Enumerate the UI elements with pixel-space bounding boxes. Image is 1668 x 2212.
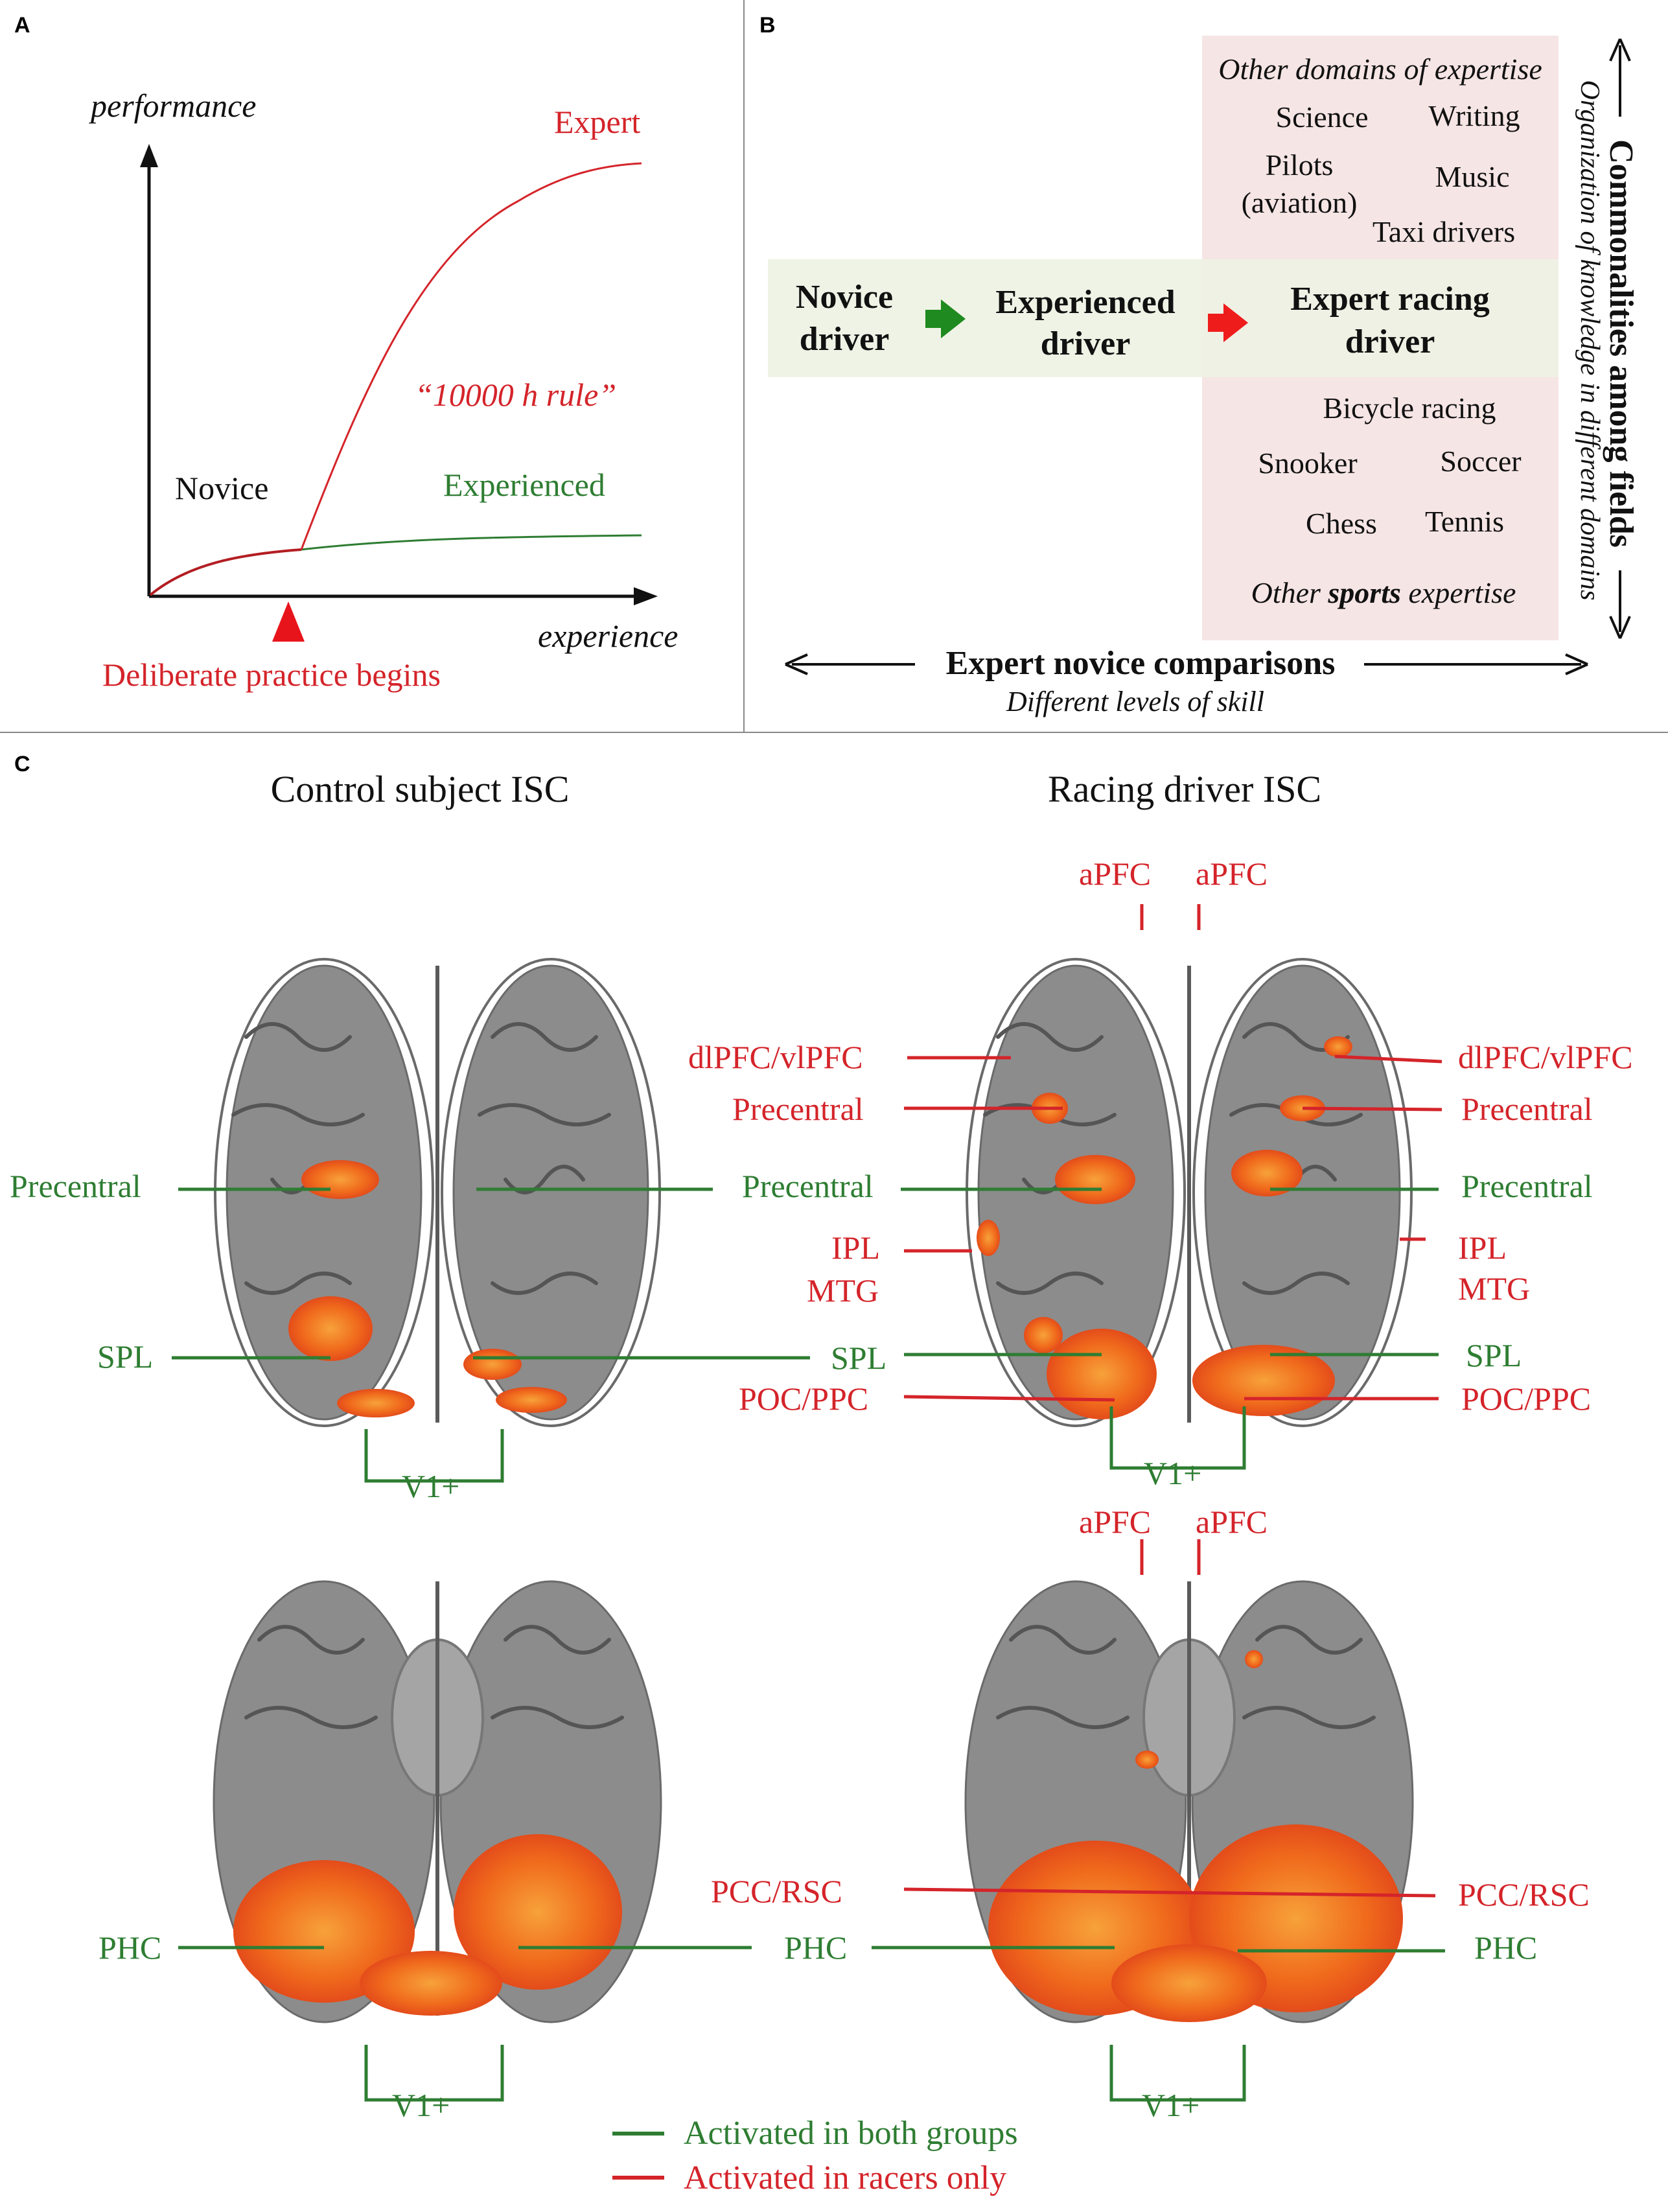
other-sports-label: Other sports expertise: [1251, 576, 1516, 609]
domain-writing: Writing: [1428, 99, 1520, 132]
expert-curve: [300, 162, 642, 550]
domain-aviation: (aviation): [1242, 186, 1358, 219]
label-v1-ctrl-bottom: V1+: [392, 2087, 450, 2123]
domain-science: Science: [1275, 100, 1368, 134]
label-v1-race-bottom: V1+: [1142, 2087, 1199, 2123]
panel-dividers: [0, 0, 1668, 733]
y-axis-label: performance: [89, 87, 257, 124]
label-spl-ctrl-right: SPL: [831, 1340, 886, 1376]
brain-racing-bottom: [964, 1580, 1414, 2023]
control-title: Control subject ISC: [271, 768, 570, 810]
novice-label: Novice: [175, 470, 268, 506]
label-apfc-race-top-right: aPFC: [1196, 856, 1268, 892]
label-poc-left: POC/PPC: [739, 1380, 868, 1417]
expert-label: Expert: [554, 104, 640, 140]
green-arrow-icon: [925, 299, 966, 338]
domain-music: Music: [1435, 160, 1510, 193]
label-pcc-right: PCC/RSC: [1458, 1876, 1590, 1913]
novice-driver-line2: driver: [800, 321, 890, 358]
panel-b: B Other domains of expertise Science Wri…: [759, 13, 1639, 717]
label-ipl-left: IPL: [831, 1229, 880, 1266]
experienced-driver-line1: Experienced: [995, 284, 1175, 321]
x-axis-label: experience: [538, 618, 678, 654]
experienced-label: Experienced: [443, 467, 605, 503]
expert-driver-line2: driver: [1345, 323, 1435, 360]
sport-bicycle: Bicycle racing: [1323, 391, 1496, 425]
label-precentral-ctrl-right: Precentral: [742, 1168, 874, 1204]
novice-driver-line1: Novice: [796, 279, 893, 316]
practice-start-triangle: [272, 601, 305, 642]
sport-soccer: Soccer: [1440, 445, 1521, 478]
panel-a: A performance experience Expert “10000 h…: [14, 13, 678, 693]
label-apfc-race-bottom-right: aPFC: [1196, 1504, 1268, 1540]
practice-label: Deliberate practice begins: [102, 657, 441, 693]
label-precentral-race-green-right: Precentral: [1461, 1168, 1593, 1204]
label-phc-race-right: PHC: [1474, 1929, 1537, 1966]
red-arrow-icon: [1208, 303, 1248, 342]
panel-c: C Control subject ISC Racing driver ISC: [10, 752, 1633, 2196]
label-v1-race-top: V1+: [1144, 1455, 1201, 1491]
label-spl-race-right: SPL: [1466, 1337, 1522, 1373]
driver-progression-band: [768, 259, 1558, 377]
domain-taxi: Taxi drivers: [1373, 215, 1515, 248]
legend-racers: Activated in racers only: [684, 2160, 1006, 2196]
expert-driver-line1: Expert racing: [1290, 281, 1490, 318]
sport-chess: Chess: [1306, 507, 1377, 540]
brain-racing-top: [966, 958, 1413, 1427]
label-apfc-race-top-left: aPFC: [1079, 856, 1151, 892]
label-dlpfc-right: dlPFC/vlPFC: [1458, 1039, 1633, 1075]
legend-both: Activated in both groups: [684, 2115, 1018, 2152]
label-phc-ctrl-left: PHC: [98, 1929, 161, 1966]
y-axis-arrowhead: [140, 144, 158, 167]
panel-a-letter: A: [14, 13, 30, 38]
x-axis-arrowhead: [634, 587, 658, 605]
brain-control-bottom: [213, 1580, 662, 2023]
label-mtg-right: MTG: [1458, 1270, 1530, 1307]
commonalities-subtitle: Organization of knowledge in different d…: [1575, 80, 1604, 600]
label-pcc-left: PCC/RSC: [711, 1873, 842, 1909]
comparison-subtitle: Different levels of skill: [1006, 686, 1264, 717]
label-precentral-ctrl-left: Precentral: [10, 1168, 141, 1204]
rule-label: “10000 h rule”: [415, 377, 616, 413]
label-ipl-right: IPL: [1458, 1229, 1507, 1266]
legend: Activated in both groups Activated in ra…: [612, 2115, 1018, 2196]
label-phc-ctrl-right: PHC: [784, 1929, 847, 1966]
experienced-driver-line2: driver: [1041, 325, 1131, 362]
label-precentral-race-red-left: Precentral: [732, 1091, 864, 1127]
label-mtg-left: MTG: [807, 1272, 879, 1309]
brain-control-top: [214, 958, 661, 1427]
other-domains-title: Other domains of expertise: [1218, 52, 1542, 86]
label-apfc-race-bottom-left: aPFC: [1079, 1504, 1151, 1540]
sport-tennis: Tennis: [1425, 505, 1504, 538]
label-precentral-race-red-right: Precentral: [1461, 1091, 1593, 1127]
comparison-title: Expert novice comparisons: [946, 645, 1336, 682]
racing-title: Racing driver ISC: [1048, 768, 1321, 810]
experienced-curve: [301, 534, 642, 551]
domain-pilots: Pilots: [1266, 148, 1334, 181]
panel-c-letter: C: [14, 752, 30, 776]
label-poc-right: POC/PPC: [1461, 1380, 1591, 1417]
label-connectors: [172, 904, 1445, 2102]
label-spl-ctrl-left: SPL: [97, 1338, 153, 1375]
label-v1-ctrl-top: V1+: [402, 1468, 459, 1504]
novice-curve: [149, 548, 302, 596]
label-dlpfc-left: dlPFC/vlPFC: [688, 1039, 863, 1075]
sport-snooker: Snooker: [1258, 447, 1357, 480]
commonalities-title: Commonalities among fields: [1603, 139, 1639, 548]
panel-b-letter: B: [759, 13, 776, 38]
